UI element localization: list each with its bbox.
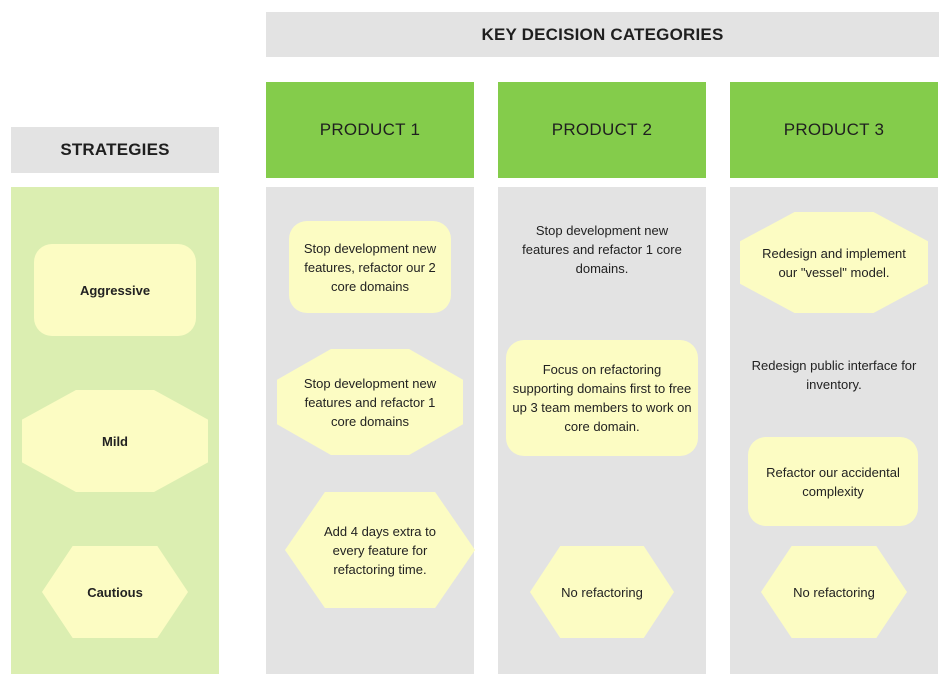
- product-3-mild-text: Refactor our accidental complexity: [766, 464, 900, 499]
- product-2-cautious-note: No refactoring: [530, 546, 674, 638]
- product-1-cautious-text: Add 4 days extra to every feature for re…: [323, 523, 436, 577]
- product-1-mild-note: Stop development new features and refact…: [277, 349, 463, 455]
- strategies-header-label: STRATEGIES: [60, 140, 170, 159]
- product-1-cautious-note: Add 4 days extra to every feature for re…: [285, 492, 475, 608]
- product-2-aggressive-text: Stop development new features and refact…: [522, 223, 682, 276]
- strategy-cautious: Cautious: [42, 546, 188, 638]
- product-3-column: Redesign and implement our "vessel" mode…: [730, 187, 938, 674]
- product-2-mild-text: Focus on refactoring supporting domains …: [512, 362, 692, 434]
- product-2-column: Stop development new features and refact…: [498, 187, 706, 674]
- product-3-mild-annotation: Redesign public interface for inventory.: [751, 358, 917, 392]
- product-3-aggressive-text: Redesign and implement our "vessel" mode…: [762, 245, 906, 280]
- strategy-mild-label: Mild: [102, 433, 128, 449]
- strategy-aggressive-label: Aggressive: [79, 282, 151, 298]
- product-3-header: PRODUCT 3: [730, 82, 938, 178]
- strategy-cautious-label: Cautious: [87, 584, 143, 600]
- product-3-mild-note: Refactor our accidental complexity: [748, 437, 918, 526]
- banner-title: KEY DECISION CATEGORIES: [481, 24, 724, 44]
- key-decision-categories-banner: KEY DECISION CATEGORIES: [266, 12, 939, 57]
- product-3-cautious-note: No refactoring: [761, 546, 907, 638]
- strategy-mild: Mild: [22, 390, 208, 492]
- product-2-header: PRODUCT 2: [498, 82, 706, 178]
- product-1-header: PRODUCT 1: [266, 82, 474, 178]
- product-3-aggressive-note: Redesign and implement our "vessel" mode…: [740, 212, 928, 313]
- product-1-aggressive-note: Stop development new features, refactor …: [289, 221, 451, 313]
- product-2-mild-note: Focus on refactoring supporting domains …: [506, 340, 698, 456]
- product-2-name: PRODUCT 2: [551, 120, 653, 139]
- product-1-mild-text: Stop development new features and refact…: [303, 375, 437, 429]
- product-1-name: PRODUCT 1: [319, 120, 421, 139]
- strategy-aggressive: Aggressive: [34, 244, 196, 336]
- product-3-name: PRODUCT 3: [783, 120, 885, 139]
- product-2-cautious-text: No refactoring: [561, 584, 643, 600]
- product-1-aggressive-text: Stop development new features, refactor …: [303, 240, 437, 294]
- strategies-column: Aggressive Mild Cautious: [11, 187, 219, 674]
- product-1-column: Stop development new features, refactor …: [266, 187, 475, 674]
- product-3-cautious-text: No refactoring: [793, 584, 875, 600]
- strategies-header: STRATEGIES: [11, 127, 219, 173]
